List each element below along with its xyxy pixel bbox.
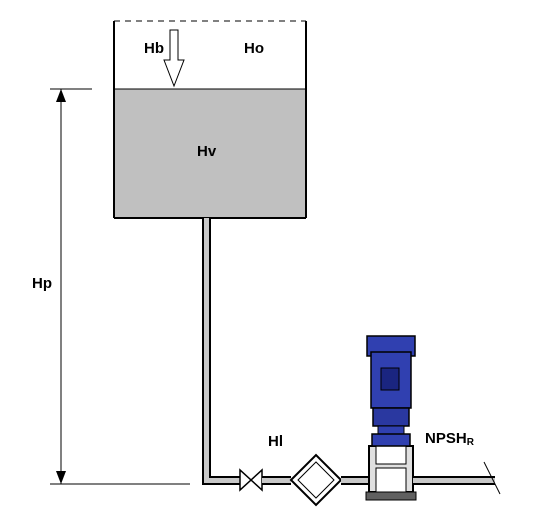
suction-pipe: [202, 218, 240, 485]
hp-arrow-down-icon: [56, 471, 66, 484]
filter-icon: [289, 453, 343, 507]
tank: [113, 20, 307, 219]
label-npsh-sub: R: [467, 437, 475, 448]
pump-base: [365, 491, 417, 501]
label-hl: Hl: [268, 433, 283, 450]
discharge-pipe: [413, 461, 501, 495]
motor-icon: [366, 335, 416, 447]
pipe-break-mark: [483, 461, 501, 495]
valve-icon: [239, 468, 263, 492]
label-ho: Ho: [244, 40, 264, 57]
pump: [365, 445, 417, 501]
pipe-segment-filter-pump: [341, 476, 369, 485]
pipe-segment-valve-filter: [262, 476, 291, 485]
hp-arrow-up-icon: [56, 89, 66, 102]
label-npsh: NPSHR: [425, 430, 475, 448]
label-hb: Hb: [144, 40, 164, 57]
hp-dimension: [50, 88, 190, 485]
pressure-arrow-icon: [163, 29, 185, 88]
tank-liquid: [114, 89, 306, 218]
label-npsh-main: NPSH: [425, 430, 467, 447]
label-hv: Hv: [197, 143, 217, 160]
label-hp: Hp: [32, 275, 52, 292]
